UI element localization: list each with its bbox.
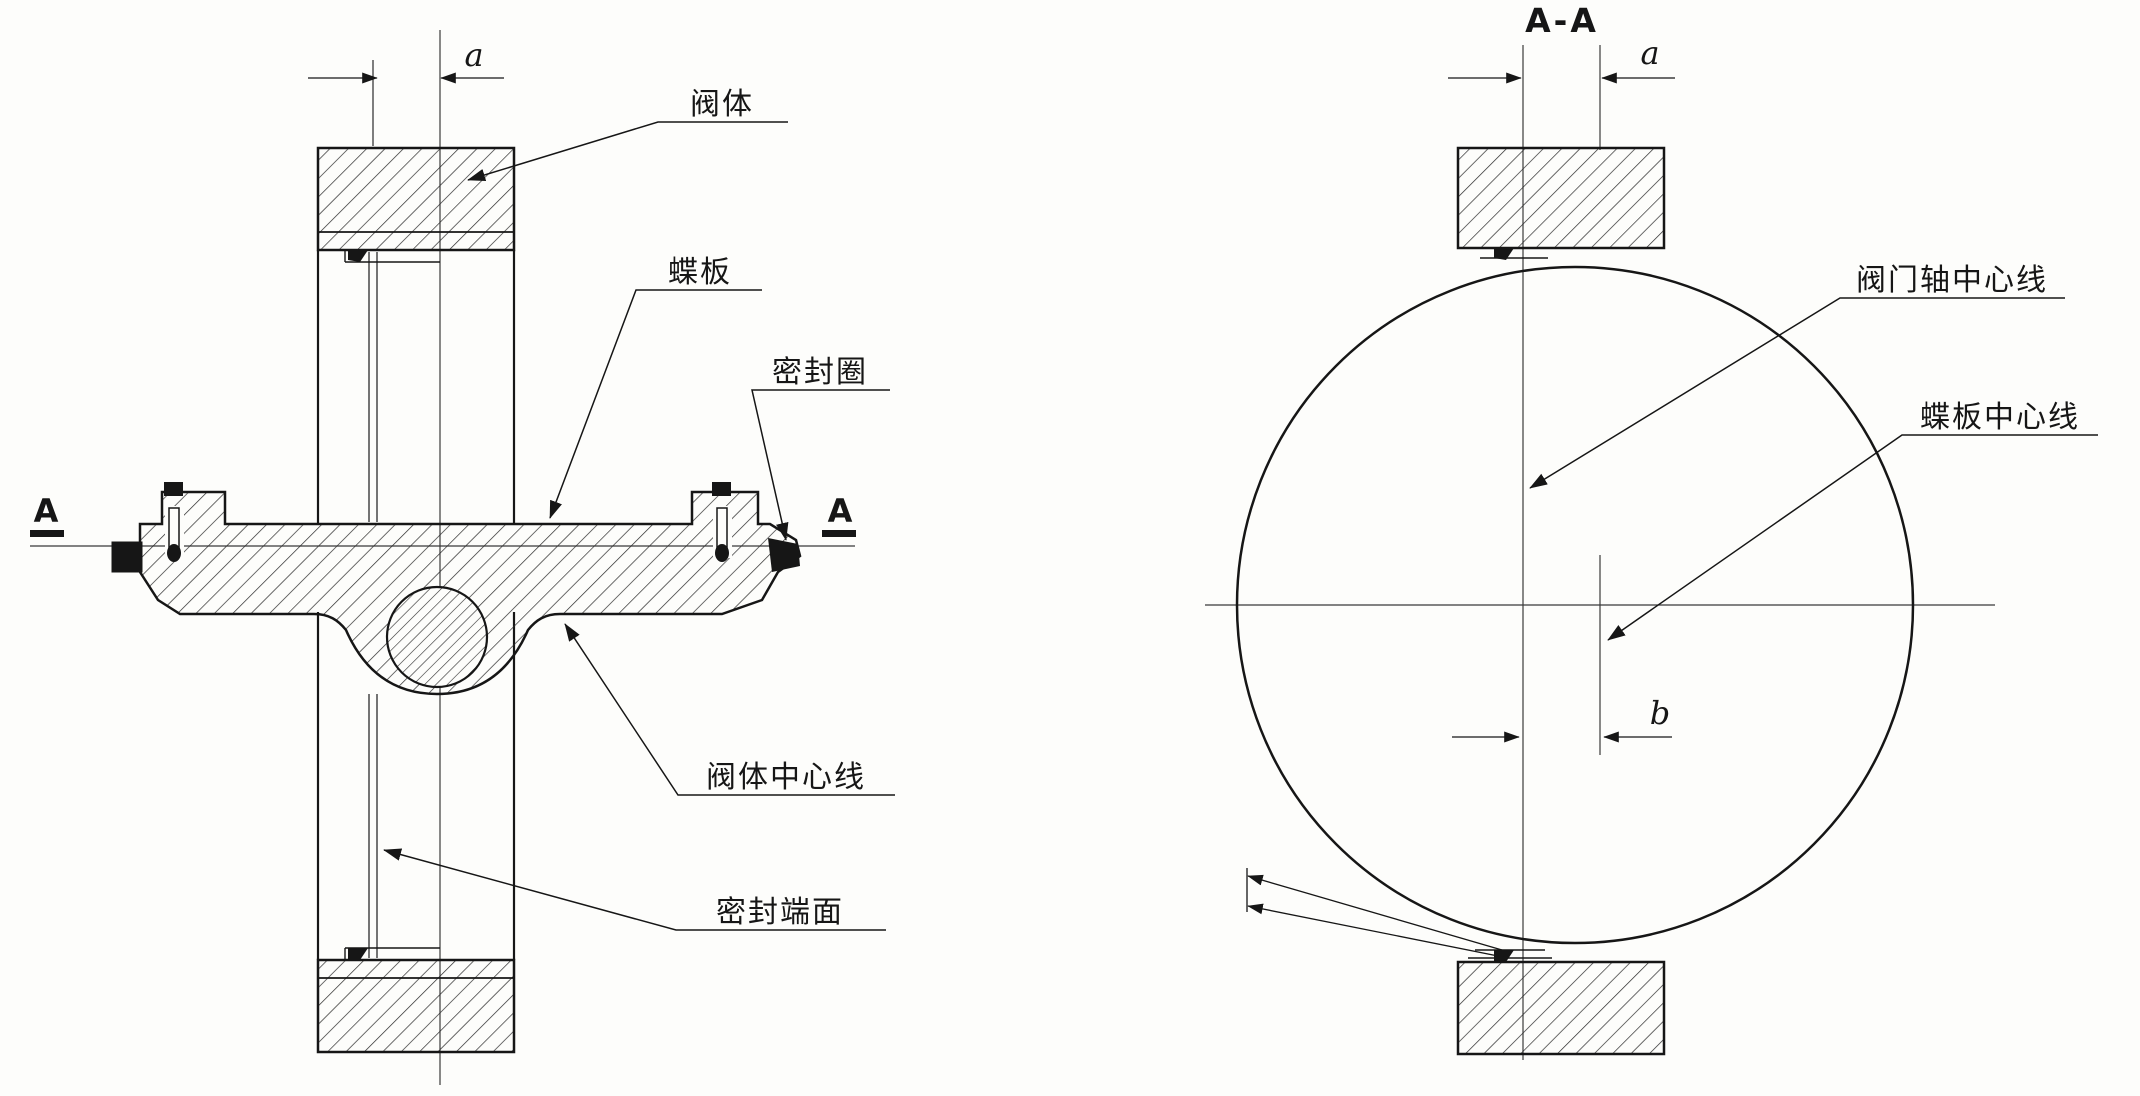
shaft-hub-section [385, 585, 489, 689]
left-bolt [164, 482, 184, 562]
shaft-centerline-leader [1529, 297, 2065, 489]
section-marker-left: A [30, 492, 64, 537]
sealing-face-leader [383, 848, 886, 931]
disc-circle-outline [1235, 265, 1915, 945]
bottom-seat-seal-mark [348, 948, 368, 960]
disc-label: 蝶板 [668, 255, 732, 290]
body-bottom-section [1456, 960, 1666, 1056]
section-letter-right: A [828, 492, 853, 530]
valve-body-top-section [316, 146, 516, 252]
disc-centerline-leader [1607, 434, 2098, 641]
right-bolt-head [712, 482, 731, 496]
seat-angle-line-1 [1247, 874, 1503, 951]
dim-a-label: a [464, 36, 483, 74]
left-view: a A A 阀体 蝶板 密封圈 阀体中心线 密封端面 [30, 30, 895, 1085]
shaft-centerline-label: 阀门轴中心线 [1856, 263, 2048, 298]
right-dimension-b: b [1452, 694, 1672, 743]
left-bolt-shaft [168, 507, 180, 549]
valve-body-leader [467, 121, 788, 182]
right-bolt-shaft [716, 507, 728, 549]
body-centerline-label: 阀体中心线 [706, 760, 866, 795]
right-dimension-a: a [1448, 34, 1675, 84]
right-seal-ring-block [768, 538, 800, 572]
body-top-section [1456, 146, 1666, 250]
left-bolt-head [164, 482, 183, 496]
section-letter-left: A [34, 492, 59, 530]
disc-leader [549, 289, 762, 519]
seat-angle-annotation [1246, 868, 1509, 959]
left-bolt-tip [167, 544, 181, 562]
left-dimension-a: a [308, 36, 504, 84]
right-bolt [712, 482, 732, 562]
bottom-seat-seal-mark-aa [1494, 950, 1514, 962]
seat-angle-line-2 [1247, 903, 1509, 959]
dim-b-label: b [1650, 694, 1670, 732]
dim-a2-label: a [1640, 34, 1659, 72]
seal-ring-label: 密封圈 [772, 355, 868, 390]
section-tick-left [30, 530, 64, 537]
right-bolt-tip [715, 544, 729, 562]
valve-body-bottom-section [316, 958, 516, 1054]
valve-body-label: 阀体 [690, 87, 754, 122]
top-seat-seal-mark-aa [1494, 248, 1514, 260]
top-seat-seal-mark [348, 250, 368, 262]
right-view: A-A a b 阀门轴中心线 [1205, 1, 2098, 1060]
section-marker-right: A [822, 492, 856, 537]
seal-ring-leader [751, 389, 890, 541]
section-tick-right [822, 530, 856, 537]
left-seal-ring-block [111, 541, 143, 573]
sealing-face-label: 密封端面 [716, 895, 844, 930]
body-centerline-leader [564, 623, 895, 796]
section-title: A-A [1525, 1, 1599, 40]
disc-centerline-label: 蝶板中心线 [1920, 400, 2080, 435]
